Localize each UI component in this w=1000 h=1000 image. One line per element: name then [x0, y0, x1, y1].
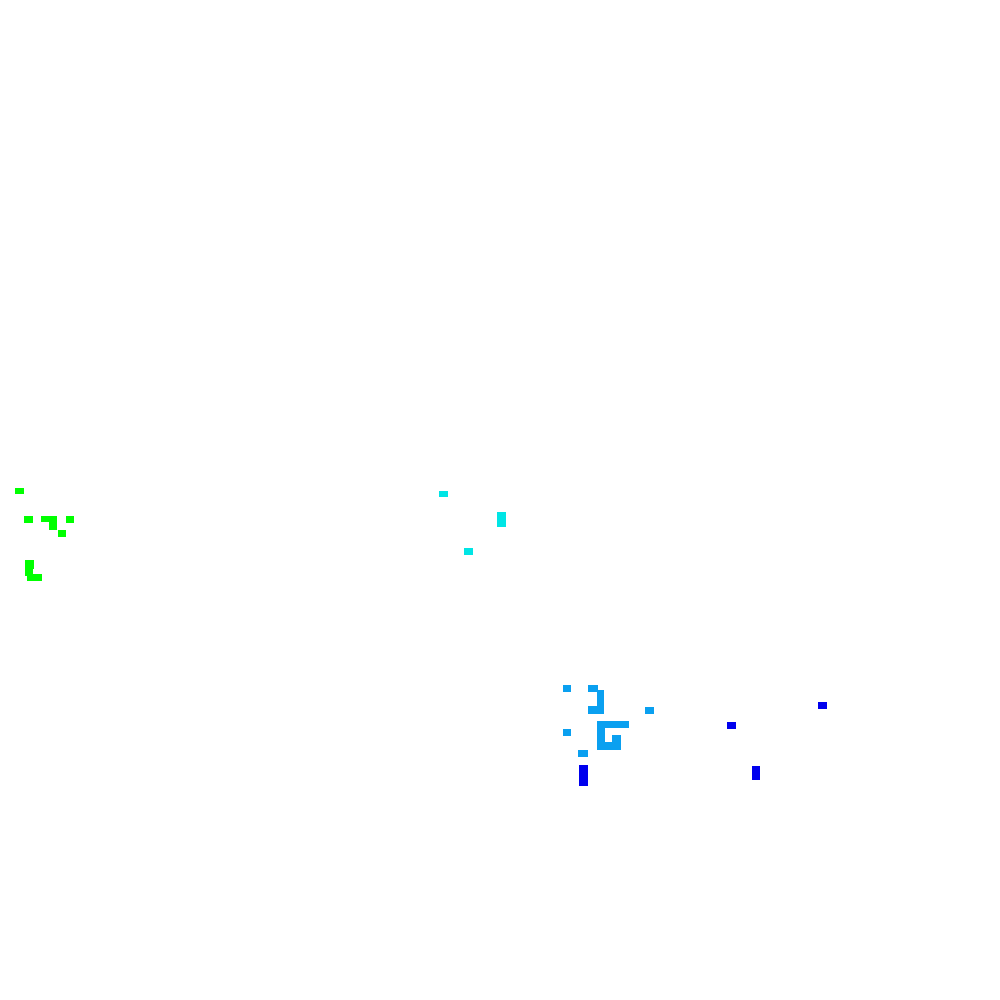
- cyan-cluster: [439, 491, 506, 555]
- blue-cluster-pixel-1: [727, 722, 736, 729]
- light-blue-cluster-pixel-7: [597, 728, 605, 750]
- light-blue-cluster-pixel-2: [597, 690, 604, 698]
- light-blue-cluster-pixel-1: [588, 685, 598, 692]
- light-blue-cluster-pixel-11: [578, 750, 588, 757]
- green-cluster-pixel-1: [24, 516, 33, 523]
- green-cluster-pixel-5: [66, 516, 74, 523]
- green-cluster-pixel-7: [25, 569, 33, 576]
- light-blue-cluster: [563, 685, 654, 757]
- green-cluster: [15, 488, 74, 581]
- blue-cluster-pixel-0: [818, 702, 827, 709]
- light-blue-cluster-pixel-9: [612, 735, 621, 742]
- blue-cluster: [579, 702, 827, 786]
- cyan-cluster-pixel-1: [497, 512, 506, 527]
- green-cluster-pixel-0: [15, 488, 24, 494]
- light-blue-cluster-pixel-10: [563, 729, 571, 736]
- light-blue-cluster-pixel-4: [588, 706, 604, 714]
- light-blue-cluster-pixel-0: [563, 685, 571, 692]
- light-blue-cluster-pixel-3: [597, 698, 604, 706]
- green-cluster-pixel-8: [27, 574, 42, 581]
- light-blue-cluster-pixel-5: [645, 707, 654, 714]
- green-cluster-pixel-2: [41, 516, 57, 522]
- cyan-cluster-pixel-2: [464, 548, 473, 555]
- light-blue-cluster-pixel-6: [597, 721, 629, 728]
- green-cluster-pixel-6: [25, 560, 34, 569]
- blue-cluster-pixel-3: [752, 766, 760, 780]
- light-blue-cluster-pixel-8: [605, 742, 621, 750]
- green-cluster-pixel-4: [58, 530, 66, 537]
- blue-cluster-pixel-2: [579, 765, 588, 786]
- cyan-cluster-pixel-0: [439, 491, 448, 497]
- green-cluster-pixel-3: [49, 522, 57, 530]
